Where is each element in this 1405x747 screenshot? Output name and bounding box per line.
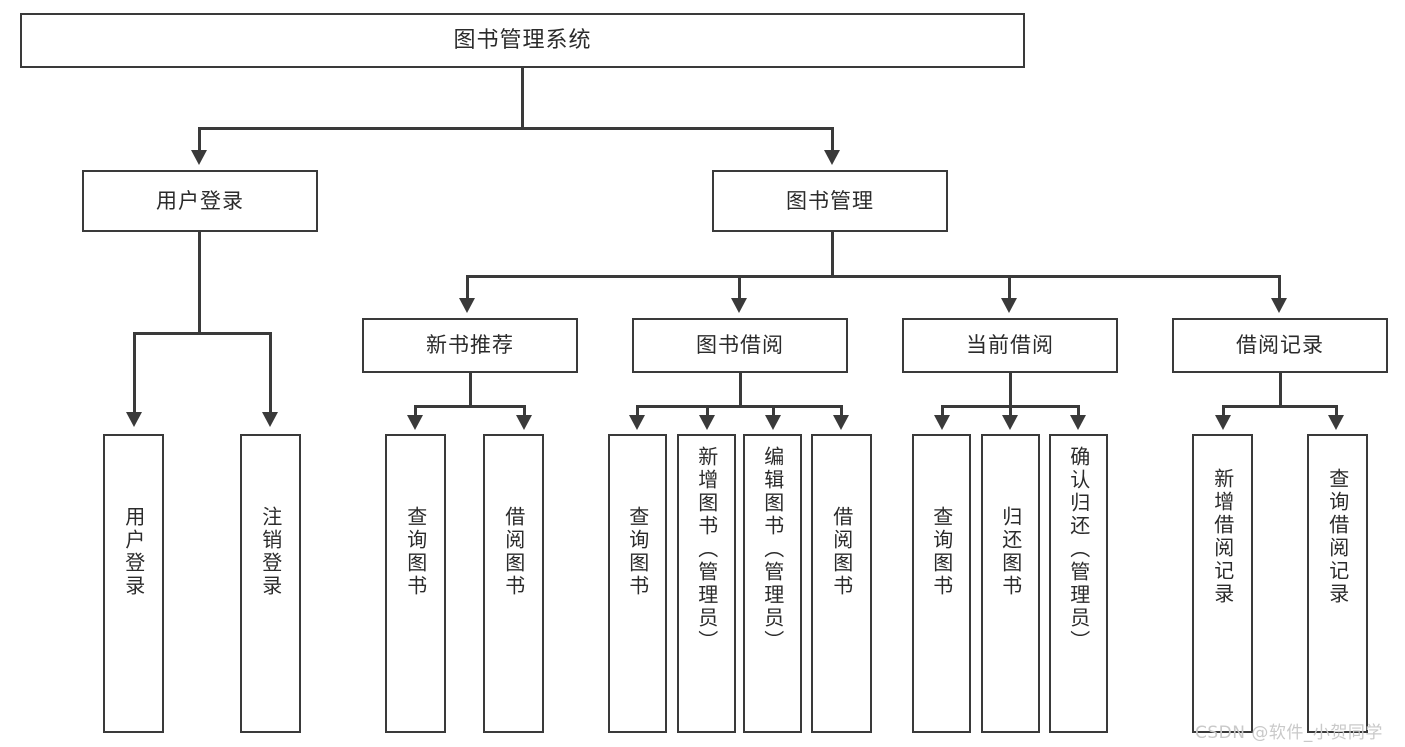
leaf-label: 归还图书 [998,506,1023,598]
node-borrow-record[interactable]: 借阅记录 [1172,318,1388,373]
connector-borrow-record-drop-2 [1335,405,1338,417]
arrow-to-leaf-return-book [1002,415,1018,430]
connector-current-borrow-stem [1009,373,1012,406]
node-book-borrow[interactable]: 图书借阅 [632,318,848,373]
arrow-to-book-management [824,150,840,165]
arrow-to-user-login [191,150,207,165]
connector-current-borrow-drop-1 [941,405,944,417]
connector-level3-bus [466,275,1280,278]
leaf-label: 借阅图书 [829,506,854,598]
node-root-book-management-system[interactable]: 图书管理系统 [20,13,1025,68]
connector-borrow-record-stem [1279,373,1282,406]
connector-book-borrow-drop-3 [772,405,775,417]
connector-user-login-stem [198,232,201,333]
arrow-to-new-book-recommend [459,298,475,313]
arrow-to-book-borrow [731,298,747,313]
leaf-label: 用户登录 [121,506,146,598]
leaf-add-book-admin[interactable]: 新增图书（管理员） [677,434,736,733]
connector-book-borrow-stem [739,373,742,406]
leaf-query-book-current[interactable]: 查询图书 [912,434,971,733]
connector-new-book-drop-2 [523,405,526,417]
connector-book-management-stem [831,232,834,276]
node-label: 新书推荐 [426,333,514,357]
connector-current-borrow-drop-2 [1009,405,1012,417]
connector-book-borrow-drop-1 [636,405,639,417]
node-label: 当前借阅 [966,333,1054,357]
connector-new-book-stem [469,373,472,406]
arrow-to-leaf-query-book-2 [629,415,645,430]
leaf-borrow-book-recommend[interactable]: 借阅图书 [483,434,544,733]
arrow-to-borrow-record [1271,298,1287,313]
node-current-borrow[interactable]: 当前借阅 [902,318,1118,373]
connector-current-borrow-drop-3 [1077,405,1080,417]
leaf-user-login[interactable]: 用户登录 [103,434,164,733]
node-book-management[interactable]: 图书管理 [712,170,948,232]
leaf-label: 查询图书 [929,506,954,598]
arrow-to-leaf-edit-book [765,415,781,430]
connector-user-login-drop-2 [269,332,272,414]
leaf-query-book-borrow[interactable]: 查询图书 [608,434,667,733]
connector-level3-drop-1 [466,275,469,300]
node-label: 图书管理系统 [453,27,592,53]
connector-book-borrow-drop-2 [706,405,709,417]
connector-level2-drop-right [831,127,834,152]
connector-new-book-bus [414,405,525,408]
leaf-return-book[interactable]: 归还图书 [981,434,1040,733]
connector-level3-drop-3 [1008,275,1011,300]
connector-book-borrow-drop-4 [840,405,843,417]
csdn-watermark: CSDN @软件_小贺同学 [1195,723,1383,743]
leaf-label: 确认归还（管理员） [1066,446,1091,653]
leaf-label: 查询图书 [403,506,428,598]
leaf-label: 查询图书 [625,506,650,598]
arrow-to-leaf-query-record [1328,415,1344,430]
connector-borrow-record-drop-1 [1222,405,1225,417]
arrow-to-leaf-confirm-return [1070,415,1086,430]
arrow-to-leaf-add-record [1215,415,1231,430]
node-label: 图书管理 [786,188,874,213]
connector-level3-drop-2 [738,275,741,300]
node-label: 借阅记录 [1236,333,1324,357]
node-label: 用户登录 [156,188,244,213]
leaf-label: 新增借阅记录 [1210,468,1235,606]
leaf-logout[interactable]: 注销登录 [240,434,301,733]
arrow-to-leaf-query-book-3 [934,415,950,430]
node-new-book-recommend[interactable]: 新书推荐 [362,318,578,373]
leaf-label: 编辑图书（管理员） [760,446,785,653]
arrow-to-current-borrow [1001,298,1017,313]
connector-borrow-record-bus [1222,405,1337,408]
connector-user-login-drop-1 [133,332,136,414]
connector-level3-drop-4 [1278,275,1281,300]
leaf-borrow-book-borrow[interactable]: 借阅图书 [811,434,872,733]
connector-user-login-bus [133,332,271,335]
leaf-query-book-recommend[interactable]: 查询图书 [385,434,446,733]
connector-new-book-drop-1 [414,405,417,417]
arrow-to-leaf-borrow-book-1 [516,415,532,430]
leaf-label: 新增图书（管理员） [694,446,719,653]
node-user-login[interactable]: 用户登录 [82,170,318,232]
leaf-label: 注销登录 [258,506,283,598]
leaf-confirm-return-admin[interactable]: 确认归还（管理员） [1049,434,1108,733]
leaf-add-borrow-record[interactable]: 新增借阅记录 [1192,434,1253,733]
arrow-to-leaf-user-login [126,412,142,427]
leaf-edit-book-admin[interactable]: 编辑图书（管理员） [743,434,802,733]
leaf-label: 借阅图书 [501,506,526,598]
arrow-to-leaf-query-book-1 [407,415,423,430]
arrow-to-leaf-add-book [699,415,715,430]
connector-level2-drop-left [198,127,201,152]
arrow-to-leaf-logout [262,412,278,427]
arrow-to-leaf-borrow-book-2 [833,415,849,430]
connector-level2-bus [198,127,833,130]
leaf-query-borrow-record[interactable]: 查询借阅记录 [1307,434,1368,733]
node-label: 图书借阅 [696,333,784,357]
connector-root-stem [521,68,524,128]
leaf-label: 查询借阅记录 [1325,468,1350,606]
connector-book-borrow-bus [636,405,842,408]
